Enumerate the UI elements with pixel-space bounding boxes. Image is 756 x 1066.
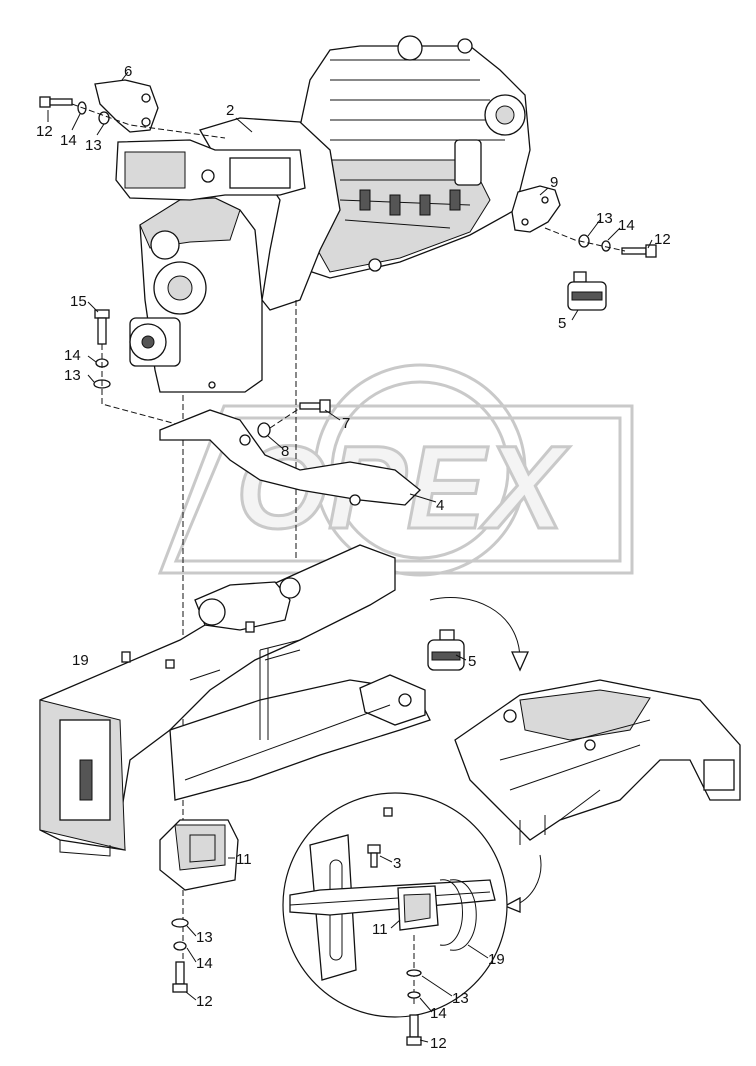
callout-8: 8 (281, 443, 289, 460)
callout-14: 14 (196, 955, 213, 972)
mount-bracket-4 (159, 409, 421, 506)
bolt-15 (94, 309, 110, 345)
washer-8 (257, 422, 271, 438)
callout-2: 2 (226, 102, 234, 119)
callout-12: 12 (36, 123, 53, 140)
callout-19: 19 (488, 951, 505, 968)
callout-13: 13 (196, 929, 213, 946)
frame-19 (39, 544, 431, 857)
detail-view (282, 792, 508, 1046)
callout-19: 19 (72, 652, 89, 669)
arrow-head-top (510, 651, 530, 672)
bolt-3 (367, 844, 381, 868)
washer-13-bottom (171, 918, 189, 928)
callout-11: 11 (372, 921, 388, 938)
washer-14-bottom (173, 941, 187, 951)
callout-3: 3 (393, 855, 401, 872)
mount-11 (159, 819, 239, 891)
callout-7: 7 (342, 415, 350, 432)
curved-arrow-bottom (514, 854, 542, 906)
callout-14: 14 (618, 217, 635, 234)
bolt-12-front-left (39, 96, 73, 108)
nut-detail (383, 807, 393, 817)
callout-14: 14 (430, 1005, 447, 1022)
bolt-12-rear (621, 244, 657, 258)
callout-5: 5 (558, 315, 566, 332)
callout-14: 14 (64, 347, 81, 364)
callout-13: 13 (596, 210, 613, 227)
callout-12: 12 (430, 1035, 447, 1052)
callout-14: 14 (60, 132, 77, 149)
bolt-12-bottom (172, 961, 188, 993)
washer-14-detail (407, 991, 421, 999)
bolt-12-detail (406, 1014, 422, 1046)
leader-lines (47, 71, 653, 1043)
callout-13: 13 (85, 137, 102, 154)
mount-bracket-6 (94, 79, 159, 133)
callout-5: 5 (468, 653, 476, 670)
callout-9: 9 (550, 174, 558, 191)
engine-assembly (115, 35, 531, 393)
rubber-mount-5-middle (427, 629, 465, 671)
callout-11: 11 (236, 851, 252, 868)
callout-6: 6 (124, 63, 132, 80)
curved-arrow-top (429, 597, 521, 661)
assembly-line-rear (544, 227, 626, 252)
mount-bracket-9 (511, 185, 561, 233)
callout-12: 12 (196, 993, 213, 1010)
assembly-line-bolt-7 (269, 407, 301, 429)
chassis-overview (454, 679, 741, 845)
callout-13: 13 (452, 990, 469, 1007)
callout-12: 12 (654, 231, 671, 248)
callout-13: 13 (64, 367, 81, 384)
assembly-line-front-left (71, 103, 226, 139)
callout-4: 4 (436, 497, 444, 514)
washer-13-detail (406, 969, 422, 977)
callout-15: 15 (70, 293, 87, 310)
arrow-head-bottom (503, 896, 521, 913)
rubber-mount-5-rear (567, 271, 607, 311)
assembly-line-left (101, 344, 181, 426)
callout-labels: 6 12 14 13 2 9 13 14 12 5 15 14 13 7 8 4… (36, 63, 671, 1052)
bolt-7 (299, 399, 331, 413)
washer-14-rear (601, 240, 611, 252)
